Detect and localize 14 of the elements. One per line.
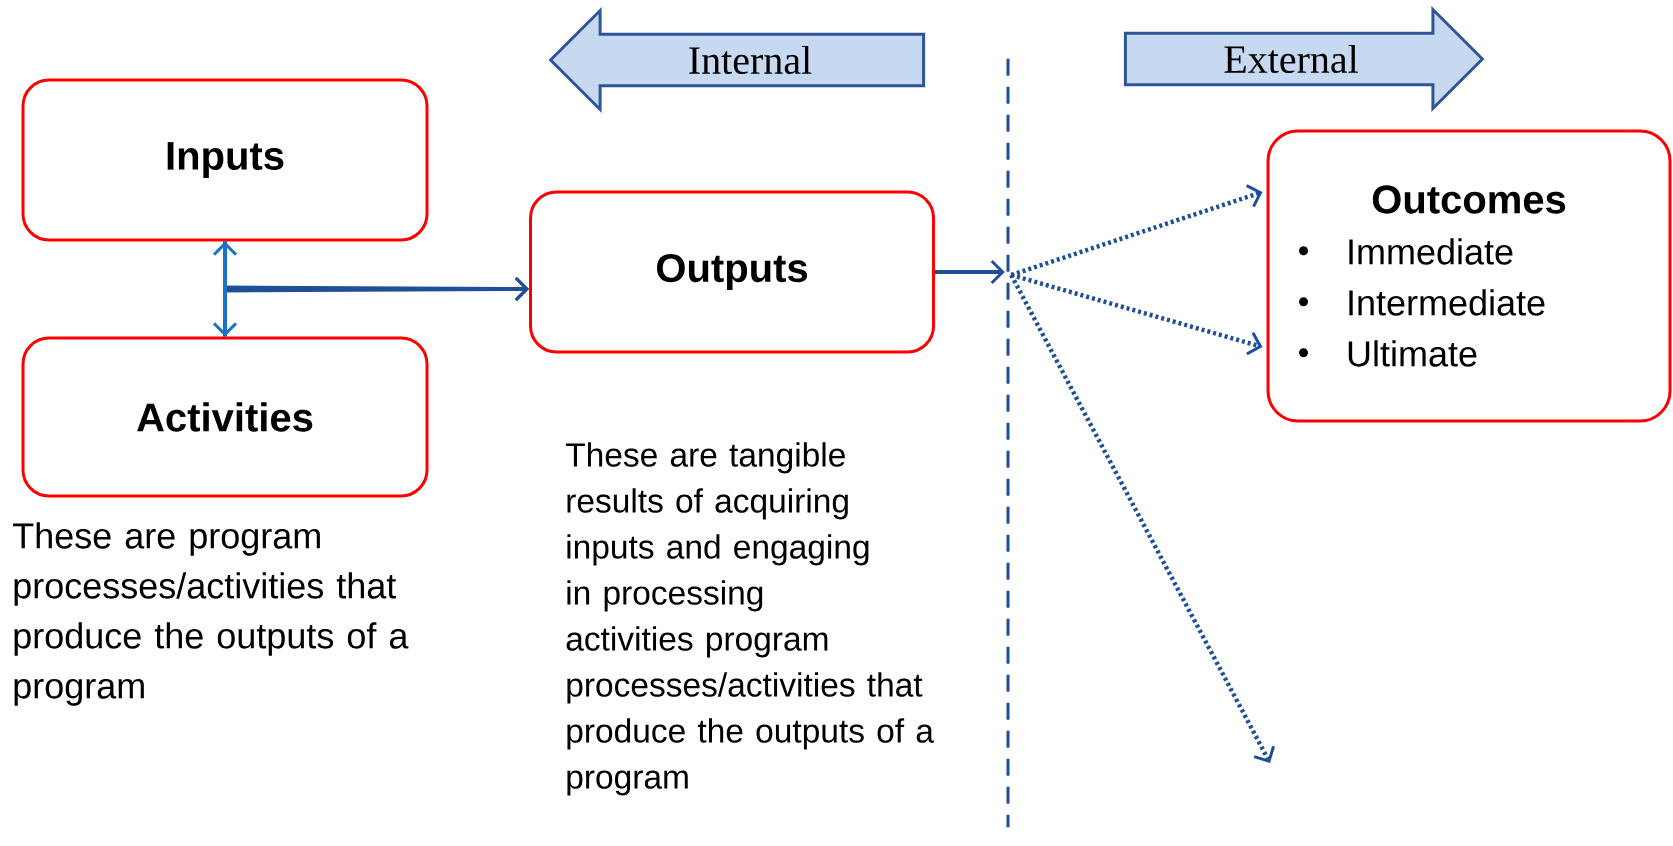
dotted-arrow xyxy=(1010,184,1263,278)
outcome-box: Outcomes Immediate Intermediate Ultimate xyxy=(1266,129,1672,423)
arrow xyxy=(223,241,529,302)
dotted-arrow xyxy=(1010,272,1263,356)
process-box: Activities xyxy=(21,336,429,498)
process-box: Outputs xyxy=(529,190,935,354)
dotted-arrow xyxy=(1009,273,1276,763)
process-box: Inputs xyxy=(21,78,429,242)
double-arrow xyxy=(212,241,238,337)
arrow xyxy=(223,276,529,337)
dashed-divider-line xyxy=(1006,58,1010,828)
arrow xyxy=(935,259,1005,285)
description-text: These are tangible results of acquiring inputs and engaging in processing activities program processes/activities that produce the outputs of a program xyxy=(565,442,934,796)
description-text: These are program processes/activities that produce the outputs of a program xyxy=(13,522,409,706)
